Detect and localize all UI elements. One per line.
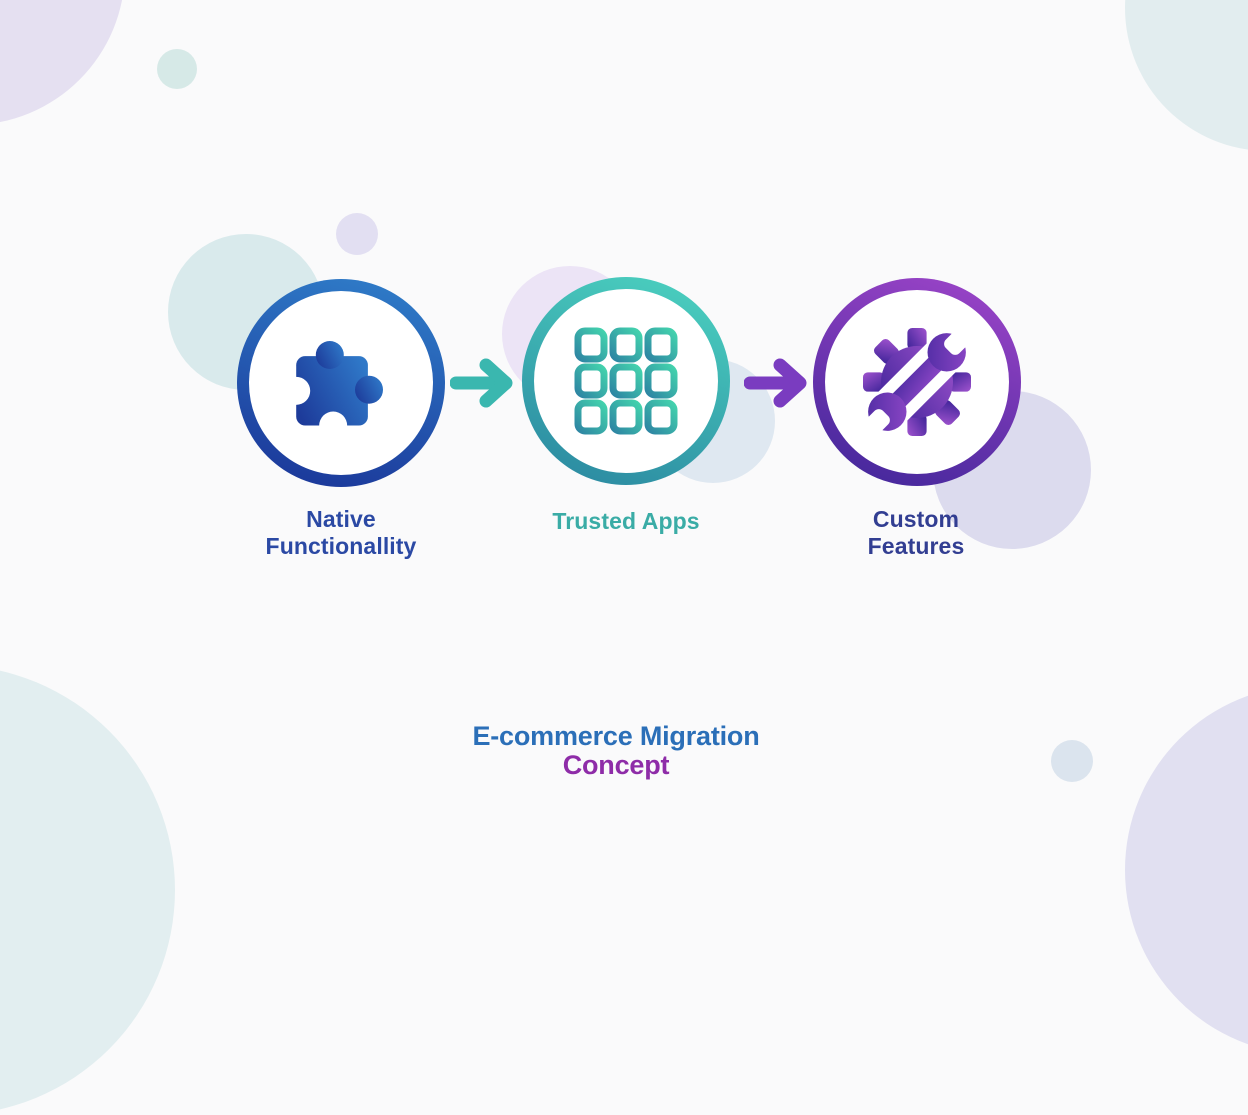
step-label-native-functionality: Native Functionallity [191, 506, 491, 560]
arrow-right-icon [744, 358, 807, 408]
decorative-circle-bottom-right [1125, 685, 1248, 1055]
step-label-trusted-apps: Trusted Apps [476, 508, 776, 535]
gear-wrench-icon [857, 322, 977, 442]
decorative-circle-top-left [0, 0, 125, 125]
decorative-circle-small-blue [1051, 740, 1093, 782]
diagram-title-line1: E-commerce Migration [472, 721, 760, 751]
puzzle-icon [285, 327, 397, 439]
diagram-title-line2: Concept [562, 750, 670, 780]
decorative-circle-bottom-left [0, 665, 175, 1115]
app-grid-icon [574, 327, 678, 435]
step-label-line: Functionallity [265, 533, 417, 559]
step-circle-trusted-apps [522, 277, 730, 485]
step-circle-native-functionality [237, 279, 445, 487]
step-label-line: Features [867, 533, 965, 559]
step-label-line: Native [306, 506, 376, 532]
app-grid-icon [573, 326, 679, 436]
step-circle-custom-features [813, 278, 1021, 486]
puzzle-icon [285, 341, 383, 439]
step-label-custom-features: Custom Features [766, 506, 1066, 560]
decorative-circle-small-teal [157, 49, 197, 89]
arrow-right-icon [450, 358, 513, 408]
step-label-line: Trusted Apps [552, 508, 700, 534]
decorative-circle-small-lavender [336, 213, 378, 255]
decorative-circle-top-right [1125, 0, 1248, 151]
diagram-title: E-commerce Migration Concept [416, 722, 816, 780]
step-label-line: Custom [872, 506, 960, 532]
gear-wrench-icon [857, 322, 977, 442]
